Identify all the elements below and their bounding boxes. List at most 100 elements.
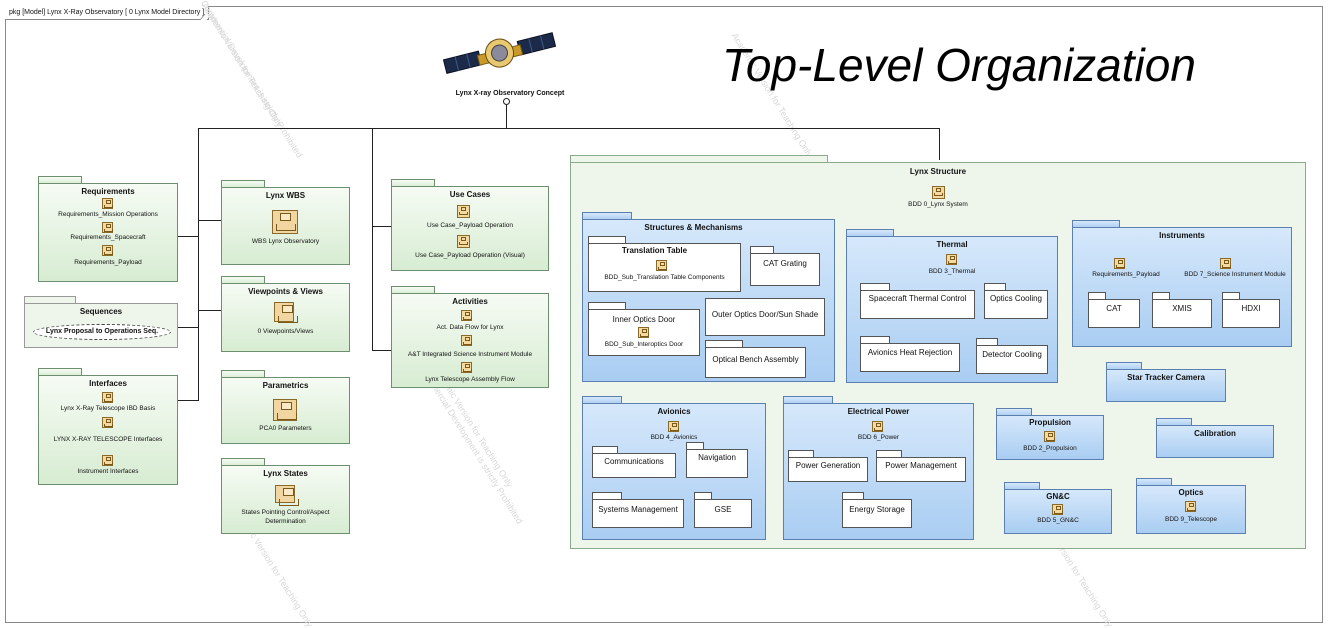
package-title: Outer Optics Door/Sun Shade [711, 310, 819, 319]
package-optical-bench[interactable]: Optical Bench Assembly [705, 340, 806, 378]
package-viewpoints[interactable]: Viewpoints & Views 0 Viewpoints/Views [221, 276, 350, 352]
package-title: Detector Cooling [982, 350, 1042, 359]
package-avionics-heat[interactable]: Avionics Heat Rejection [860, 336, 960, 372]
bdd-item[interactable]: BDD_Sub_Interoptics Door [604, 341, 684, 348]
package-title: Viewpoints & Views [248, 287, 323, 296]
package-propulsion[interactable]: Propulsion BDD 2_Propulsion [996, 408, 1104, 460]
package-detector-cooling[interactable]: Detector Cooling [976, 338, 1048, 374]
package-communications[interactable]: Communications [592, 446, 676, 478]
tree-line [506, 105, 507, 128]
bdd-item[interactable]: BDD 9_Telescope [1164, 516, 1218, 523]
bdd-item[interactable]: BDD 4_Avionics [650, 434, 698, 441]
package-requirements[interactable]: Requirements Requirements_Mission Operat… [38, 176, 178, 282]
solar-panel-left [442, 50, 483, 75]
requirement-icon [102, 198, 113, 209]
requirement-item[interactable]: Requirements_Spacecraft [70, 234, 146, 241]
bdd-item[interactable]: BDD 6_Power [857, 434, 900, 441]
package-title: Power Management [885, 461, 957, 470]
solar-panel-right [516, 32, 557, 56]
bdd-item[interactable]: BDD_Sub_Translation Table Components [604, 274, 725, 281]
package-gnc[interactable]: GN&C BDD 5_GN&C [1004, 482, 1112, 534]
requirement-item[interactable]: Requirements_Payload [74, 259, 142, 266]
package-optics[interactable]: Optics BDD 9_Telescope [1136, 478, 1246, 534]
package-translation-table[interactable]: Translation Table BDD_Sub_Translation Ta… [588, 236, 741, 292]
bdd-item[interactable]: BDD 3_Thermal [928, 268, 976, 275]
package-title: Lynx States [263, 469, 308, 478]
package-title: Star Tracker Camera [1127, 373, 1205, 382]
tree-line [178, 327, 199, 328]
package-inner-optics-door[interactable]: Inner Optics Door BDD_Sub_Interoptics Do… [588, 302, 700, 356]
package-cat[interactable]: CAT [1088, 292, 1140, 328]
package-title: HDXI [1241, 304, 1261, 313]
package-wbs[interactable]: Lynx WBS WBS Lynx Observatory [221, 180, 350, 265]
package-outer-optics-door[interactable]: Outer Optics Door/Sun Shade [705, 298, 825, 336]
package-xmis[interactable]: XMIS [1152, 292, 1212, 328]
activity-item[interactable]: Act. Data Flow for Lynx [436, 324, 504, 331]
root-anchor [503, 98, 510, 105]
package-cat-grating[interactable]: CAT Grating [750, 246, 820, 286]
package-states[interactable]: Lynx States States Pointing Control/Aspe… [221, 458, 350, 534]
package-title: Optics [1178, 488, 1204, 497]
package-gse[interactable]: GSE [694, 492, 752, 528]
package-parametrics[interactable]: Parametrics PCA0 Parameters [221, 370, 350, 444]
package-activities[interactable]: Activities Act. Data Flow for Lynx A&T I… [391, 286, 549, 388]
package-title: Optics Cooling [989, 294, 1043, 303]
package-title: Activities [452, 297, 488, 306]
bdd-icon [946, 254, 957, 265]
package-title: Use Cases [449, 190, 491, 199]
bdd-icon [1220, 258, 1231, 269]
bdd-item[interactable]: BDD 7_Science Instrument Module [1184, 271, 1286, 278]
sequence-oval[interactable]: Lynx Proposal to Operations Seq. [33, 324, 171, 340]
bdd-icon [872, 421, 883, 432]
package-title: Power Generation [795, 461, 861, 470]
package-interfaces[interactable]: Interfaces Lynx X-Ray Telescope IBD Basi… [38, 368, 178, 485]
viewpoint-item[interactable]: 0 Viewpoints/Views [257, 328, 314, 335]
package-title: Inner Optics Door [612, 315, 676, 324]
tree-line [198, 128, 199, 400]
package-title: Structures & Mechanisms [644, 223, 743, 232]
package-hdxi[interactable]: HDXI [1222, 292, 1280, 328]
wbs-item[interactable]: WBS Lynx Observatory [251, 238, 320, 245]
package-sequences[interactable]: Sequences Lynx Proposal to Operations Se… [24, 296, 178, 348]
activity-item[interactable]: Lynx Telescope Assembly Flow [425, 376, 515, 383]
package-navigation[interactable]: Navigation [686, 442, 748, 478]
page-title: Top-Level Organization [722, 39, 1196, 91]
package-title: Energy Storage [849, 505, 905, 514]
use-case-icon [457, 235, 470, 248]
activity-item[interactable]: A&T Integrated Science Instrument Module [407, 351, 533, 358]
package-energy-storage[interactable]: Energy Storage [842, 492, 912, 528]
interface-item[interactable]: LYNX X-RAY TELESCOPE Interfaces [53, 436, 163, 443]
parametrics-item[interactable]: PCA0 Parameters [259, 425, 312, 432]
package-title: Spacecraft Thermal Control [868, 294, 967, 303]
package-use-cases[interactable]: Use Cases Use Case_Payload Operation Use… [391, 179, 549, 271]
use-case-item[interactable]: Use Case_Payload Operation [427, 222, 513, 229]
bdd-item[interactable]: BDD 2_Propulsion [1023, 445, 1077, 452]
package-title: Parametrics [262, 381, 309, 390]
package-power-generation[interactable]: Power Generation [788, 450, 868, 482]
package-power-management[interactable]: Power Management [876, 450, 966, 482]
tree-line [198, 128, 940, 129]
package-title: Systems Management [598, 505, 678, 514]
package-calibration[interactable]: Calibration [1156, 418, 1274, 458]
use-case-item[interactable]: Use Case_Payload Operation (Visual) [415, 252, 525, 259]
states-item[interactable]: States Pointing Control/Aspect Determina… [241, 509, 330, 525]
package-title: Avionics [657, 407, 691, 416]
use-case-icon [457, 205, 470, 218]
interface-item[interactable]: Instrument Interfaces [77, 468, 139, 475]
tree-line [372, 226, 392, 227]
bdd-item[interactable]: BDD 5_GN&C [1037, 517, 1079, 524]
bdd-item[interactable]: BDD 0_Lynx System [908, 201, 968, 208]
tree-line [939, 128, 940, 160]
package-optics-cooling[interactable]: Optics Cooling [984, 283, 1048, 319]
package-title: Translation Table [621, 246, 688, 255]
requirement-item[interactable]: Requirements_Payload [1092, 271, 1160, 278]
package-systems-management[interactable]: Systems Management [592, 492, 684, 528]
bdd-icon [1185, 501, 1196, 512]
requirement-item[interactable]: Requirements_Mission Operations [58, 211, 158, 218]
package-star-tracker[interactable]: Star Tracker Camera [1106, 362, 1226, 402]
package-spacecraft-thermal[interactable]: Spacecraft Thermal Control [860, 283, 975, 319]
requirement-icon [102, 245, 113, 256]
interface-item[interactable]: Lynx X-Ray Telescope IBD Basis [60, 405, 156, 412]
tree-line [198, 220, 222, 221]
bdd-icon [638, 327, 649, 338]
